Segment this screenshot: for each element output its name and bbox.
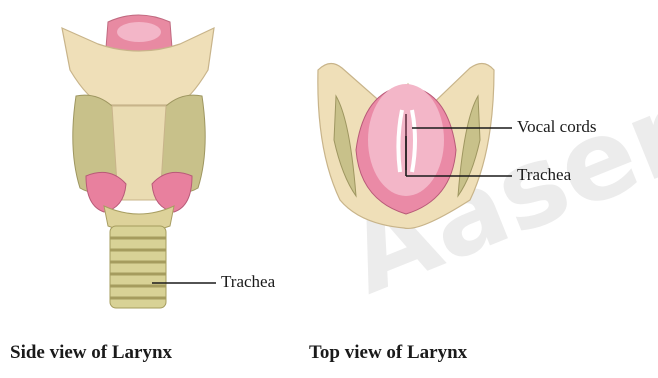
- top-view-caption: Top view of Larynx: [309, 342, 467, 364]
- left-pink-tissue: [86, 172, 126, 212]
- top-trachea-label: Trachea: [517, 165, 571, 185]
- vocal-cords-label: Vocal cords: [517, 117, 596, 137]
- side-view-larynx-illustration: [62, 15, 214, 308]
- side-trachea-label: Trachea: [221, 272, 275, 292]
- side-view-caption: Side view of Larynx: [10, 342, 172, 364]
- right-pink-tissue: [152, 172, 192, 212]
